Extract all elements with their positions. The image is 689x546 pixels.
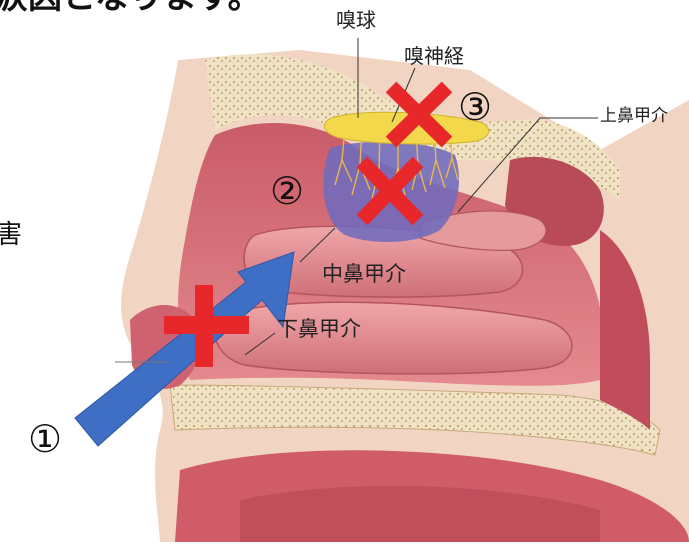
superior-turbinate-label: 上鼻甲介	[600, 108, 668, 125]
marker-one: ①	[28, 420, 62, 458]
top-fragment-text: 涙因となります。	[0, 0, 262, 14]
marker-two: ②	[270, 172, 304, 210]
olfactory-nerve-label: 嗅神経	[404, 46, 464, 66]
left-fragment-text: 害	[0, 222, 22, 248]
olfactory-bulb-label: 嗅球	[336, 10, 376, 30]
marker-three: ③	[458, 88, 492, 126]
middle-turbinate-label: 中鼻甲介	[322, 264, 406, 285]
inferior-turbinate-label: 下鼻甲介	[277, 319, 361, 340]
